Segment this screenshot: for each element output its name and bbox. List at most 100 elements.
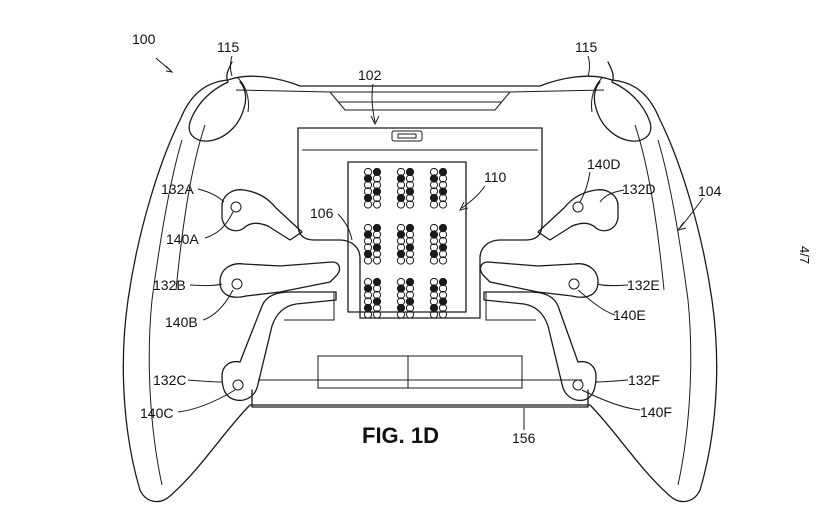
figure-caption: FIG. 1D [362,423,439,448]
braille-pin [438,187,448,196]
braille-pin [363,193,373,203]
braille-pin [372,174,382,183]
label-140A: 140A [166,231,199,247]
braille-pin [363,284,373,293]
braille-pin [438,249,448,259]
braille-pin [372,230,382,239]
braille-pin [405,297,415,306]
braille-pin [438,297,448,306]
braille-pin [429,284,439,293]
label-132C: 132C [153,372,186,388]
braille-pin [363,230,373,239]
central-module [297,127,543,319]
label-132F: 132F [628,372,660,388]
label-140C: 140C [140,405,173,421]
braille-pin [372,193,382,203]
braille-pin [396,230,406,239]
braille-pin [429,193,439,203]
braille-pin [405,193,415,203]
page-number: 4/7 [797,246,812,264]
label-115-left: 115 [217,39,240,55]
label-104: 104 [698,183,722,199]
braille-pin [372,297,382,306]
braille-pin [372,277,382,287]
label-110: 110 [484,169,507,185]
braille-pin [429,174,439,183]
controller-body [122,61,718,503]
braille-pin [372,303,382,313]
braille-pin [372,243,382,252]
braille-pin [438,284,448,293]
braille-pin [363,174,373,183]
braille-pin [438,230,448,239]
braille-pin [429,310,439,319]
braille-pin [438,243,448,252]
braille-pin [405,310,415,319]
braille-pin [396,180,406,190]
braille-pin [405,249,415,259]
braille-pin [396,174,406,183]
braille-pin [438,277,448,287]
label-132B: 132B [153,277,186,293]
braille-pin [396,200,406,209]
braille-pin [372,284,382,293]
braille-pin [363,256,373,265]
leader-lines [155,55,704,430]
label-115-right: 115 [575,39,598,55]
braille-pin [396,284,406,293]
braille-pin [429,249,439,259]
braille-pin [372,167,382,177]
paddles-left [219,189,341,402]
braille-pin [363,303,373,313]
braille-pin [372,223,382,233]
label-140D: 140D [587,156,620,172]
braille-pin [363,200,373,209]
braille-pin [429,200,439,209]
braille-pin-array [363,167,448,319]
braille-pin [429,256,439,265]
braille-pin [396,310,406,319]
braille-pin [396,256,406,265]
braille-pin [438,174,448,183]
braille-pin [405,243,415,252]
braille-pin [405,200,415,209]
braille-pin [438,223,448,233]
label-132A: 132A [161,181,194,197]
braille-pin [372,310,382,319]
label-102: 102 [358,67,382,83]
braille-pin [405,167,415,177]
label-140E: 140E [613,307,646,323]
braille-pin [405,187,415,196]
label-132D: 132D [622,181,655,197]
braille-pin [438,310,448,319]
braille-pin [405,230,415,239]
braille-pin [372,187,382,196]
label-156: 156 [512,430,536,446]
braille-pin [438,303,448,313]
braille-pin [429,290,439,300]
braille-pin [429,236,439,246]
braille-pin [429,230,439,239]
label-100: 100 [132,31,156,47]
rear-plate [251,355,589,408]
braille-pin [363,236,373,246]
braille-pin [396,249,406,259]
braille-pin [429,303,439,313]
braille-pin [405,303,415,313]
braille-pin [372,200,382,209]
braille-pin [438,256,448,265]
braille-pin [405,223,415,233]
braille-pin [405,256,415,265]
label-140F: 140F [640,404,672,420]
label-106: 106 [310,205,334,221]
braille-pin [429,180,439,190]
label-132E: 132E [627,277,660,293]
braille-pin [405,174,415,183]
braille-pin [438,200,448,209]
braille-pin [396,290,406,300]
braille-pin [363,310,373,319]
braille-pin [363,249,373,259]
braille-pin [363,290,373,300]
